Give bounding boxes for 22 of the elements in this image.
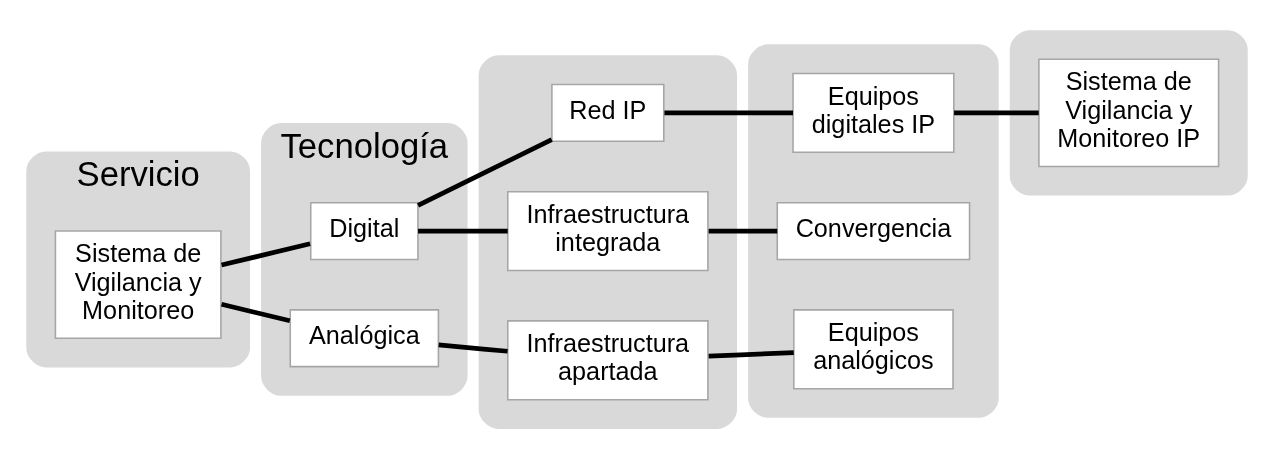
connector xyxy=(664,110,793,116)
node-box: Analógica xyxy=(289,309,440,368)
cluster xyxy=(1009,30,1248,196)
node-box: Digital xyxy=(309,201,419,261)
node-box: Convergencia xyxy=(776,201,971,261)
connector xyxy=(220,302,291,324)
connector xyxy=(220,241,311,268)
connector xyxy=(708,350,794,359)
node-box: Sistema de Vigilancia y Monitoreo xyxy=(54,230,222,340)
connector xyxy=(417,137,553,208)
node-box: Equipos analógicos xyxy=(793,309,954,390)
node-box: Infraestructura apartada xyxy=(506,320,709,401)
node-box: Sistema de Vigilancia y Monitoreo IP xyxy=(1038,58,1220,168)
connector xyxy=(708,228,778,234)
cluster xyxy=(748,44,999,418)
node-box: Red IP xyxy=(551,83,665,143)
connector xyxy=(418,228,508,234)
node-box: Equipos digitales IP xyxy=(792,72,955,154)
cluster xyxy=(478,55,738,429)
connector xyxy=(954,110,1039,116)
node-box: Infraestructura integrada xyxy=(506,190,709,272)
connector xyxy=(438,342,508,354)
